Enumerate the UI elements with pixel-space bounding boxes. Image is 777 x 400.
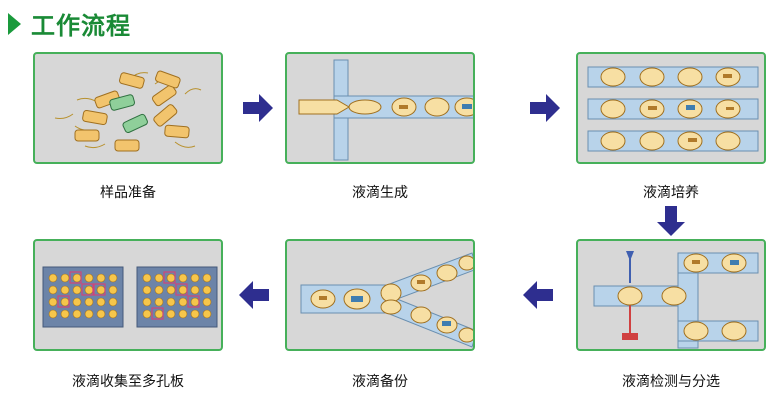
well bbox=[142, 309, 152, 319]
step-label-droplet-detection-sorting: 液滴检测与分选 bbox=[622, 374, 720, 390]
well bbox=[108, 309, 118, 319]
step-label-droplet-collection-plate: 液滴收集至多孔板 bbox=[72, 374, 184, 390]
step-label-droplet-culture: 液滴培养 bbox=[643, 185, 699, 201]
arrow-right-icon bbox=[243, 94, 273, 122]
arrow-down-icon bbox=[657, 206, 685, 236]
step-label-droplet-generation: 液滴生成 bbox=[352, 185, 408, 201]
well bbox=[48, 309, 58, 319]
panel-droplet-generation bbox=[285, 52, 475, 164]
well bbox=[84, 285, 94, 295]
step-label-sample-preparation: 样品准备 bbox=[100, 185, 156, 201]
panel-droplet-detection-sorting bbox=[576, 239, 766, 351]
well bbox=[60, 273, 70, 283]
droplet-generation-illustration bbox=[298, 59, 473, 161]
well bbox=[190, 297, 200, 307]
well bbox=[108, 285, 118, 295]
arrow-right-icon bbox=[530, 94, 560, 122]
well bbox=[108, 297, 118, 307]
bacteria-illustration bbox=[54, 70, 202, 152]
well bbox=[96, 285, 106, 295]
well bbox=[60, 297, 70, 307]
well bbox=[190, 285, 200, 295]
well bbox=[154, 273, 164, 283]
well bbox=[178, 309, 188, 319]
well bbox=[72, 273, 82, 283]
well bbox=[178, 273, 188, 283]
step-label-droplet-backup: 液滴备份 bbox=[352, 374, 408, 390]
well bbox=[154, 297, 164, 307]
well bbox=[154, 309, 164, 319]
well bbox=[202, 273, 212, 283]
page-title: 工作流程 bbox=[31, 12, 131, 40]
well bbox=[166, 285, 176, 295]
well bbox=[72, 309, 82, 319]
well bbox=[84, 273, 94, 283]
well bbox=[96, 309, 106, 319]
well bbox=[166, 297, 176, 307]
well bbox=[96, 297, 106, 307]
well bbox=[154, 285, 164, 295]
well-plates-illustration bbox=[42, 266, 218, 328]
well bbox=[48, 297, 58, 307]
well bbox=[202, 285, 212, 295]
well bbox=[48, 285, 58, 295]
well bbox=[178, 285, 188, 295]
well bbox=[60, 309, 70, 319]
well bbox=[178, 297, 188, 307]
well bbox=[72, 285, 82, 295]
well bbox=[142, 297, 152, 307]
droplet-backup-illustration bbox=[300, 252, 473, 348]
panel-sample-preparation bbox=[33, 52, 223, 164]
well bbox=[84, 297, 94, 307]
wells bbox=[48, 273, 212, 319]
well bbox=[96, 273, 106, 283]
bacteria-group bbox=[74, 70, 190, 152]
well bbox=[142, 285, 152, 295]
well bbox=[48, 273, 58, 283]
arrow-left-icon bbox=[523, 281, 553, 309]
well bbox=[166, 309, 176, 319]
well bbox=[84, 309, 94, 319]
droplet-culture-illustration bbox=[587, 66, 759, 152]
well bbox=[142, 273, 152, 283]
well bbox=[60, 285, 70, 295]
well bbox=[202, 309, 212, 319]
well bbox=[190, 273, 200, 283]
detection-sorting-illustration bbox=[593, 251, 759, 349]
panel-droplet-collection-plate bbox=[33, 239, 223, 351]
well bbox=[190, 309, 200, 319]
panel-droplet-culture bbox=[576, 52, 766, 164]
well bbox=[166, 273, 176, 283]
well bbox=[108, 273, 118, 283]
well bbox=[72, 297, 82, 307]
triangle-marker-icon bbox=[8, 12, 21, 35]
arrow-left-icon bbox=[239, 281, 269, 309]
panel-droplet-backup bbox=[285, 239, 475, 351]
well bbox=[202, 297, 212, 307]
section-header: 工作流程 bbox=[8, 6, 131, 41]
